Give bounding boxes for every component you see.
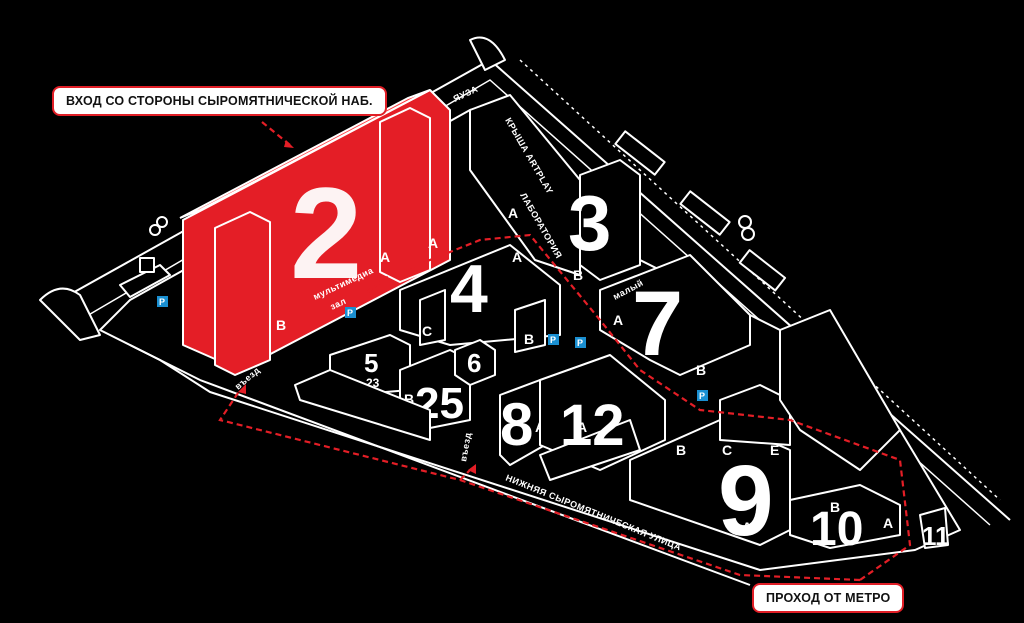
building-10[interactable]: 10 B A — [789, 484, 901, 556]
parking-icon: P — [548, 334, 559, 345]
building-11[interactable]: 11 — [919, 507, 950, 551]
building-9-letter-c: C — [722, 442, 732, 458]
railway — [519, 59, 1001, 501]
route-from-metro — [218, 233, 912, 582]
svg-text:P: P — [699, 391, 705, 401]
building-10-letter-b: B — [830, 499, 840, 515]
building-7-letter-b: B — [696, 362, 706, 378]
svg-text:P: P — [577, 338, 583, 348]
lab-letter-a: A — [508, 205, 518, 221]
building-12-number: 12 — [560, 393, 625, 458]
parking-icon: P — [575, 337, 586, 348]
building-9[interactable]: 9 B C E A — [629, 384, 791, 557]
parking-icon: P — [157, 296, 168, 307]
building-7-letter-a: A — [613, 312, 623, 328]
parking-icon: P — [345, 307, 356, 318]
building-12[interactable]: 12 A — [539, 354, 666, 481]
building-row-south — [294, 369, 431, 441]
building-4-letter-a: A — [512, 249, 522, 265]
building-12-letter-a: A — [577, 419, 587, 435]
lab-letter-b: B — [573, 267, 583, 283]
building-2[interactable]: 2 B A A мультимедиа зал — [179, 89, 451, 376]
svg-text:P: P — [159, 297, 165, 307]
entrance-callout: ВХОД СО СТОРОНЫ СЫРОМЯТНИЧЕСКОЙ НАБ. — [52, 86, 387, 116]
building-9-number: 9 — [718, 445, 774, 557]
building-4[interactable]: 4 C B A — [399, 244, 561, 353]
svg-text:P: P — [550, 335, 556, 345]
building-9-letter-e: E — [770, 442, 779, 458]
building-10-letter-a: A — [883, 515, 893, 531]
building-4-letter-b: B — [524, 331, 534, 347]
metro-callout: ПРОХОД ОТ МЕТРО — [752, 583, 905, 613]
building-3-number: 3 — [568, 179, 611, 267]
building-9-letter-a: A — [742, 519, 752, 535]
building-2-letter-b: B — [276, 317, 286, 333]
tree-icon — [738, 215, 755, 241]
parking-icons: P P P P P — [157, 296, 708, 401]
building-5-number: 5 — [364, 348, 378, 378]
building-10-number: 10 — [810, 503, 863, 556]
svg-text:P: P — [347, 308, 353, 318]
yauza-label: ЯУЗА — [452, 84, 480, 104]
parking-icon: P — [697, 390, 708, 401]
building-25-letter-b: B — [404, 391, 414, 407]
building-7-number: 7 — [632, 273, 683, 375]
building-9-letter-b: B — [676, 442, 686, 458]
building-8-number: 8 — [500, 391, 533, 458]
building-6[interactable]: 6 — [454, 339, 496, 386]
building-2-number: 2 — [290, 160, 362, 306]
building-7[interactable]: 7 малый A B — [599, 254, 751, 378]
building-11-number: 11 — [922, 521, 950, 551]
building-east-cluster — [779, 309, 901, 471]
building-roof-artplay[interactable]: КРЫША ARTPLAY ЛАБОРАТОРИЯ A B — [469, 94, 583, 283]
building-6-number: 6 — [467, 348, 481, 378]
ship-icon — [119, 216, 171, 298]
building-2-letter-a2: A — [428, 235, 438, 251]
building-3[interactable]: 3 — [568, 159, 641, 281]
building-2-letter-a1: A — [380, 249, 390, 265]
route-from-entrance — [261, 121, 294, 148]
building-4-number: 4 — [450, 251, 488, 327]
building-4-letter-c: C — [422, 323, 432, 339]
